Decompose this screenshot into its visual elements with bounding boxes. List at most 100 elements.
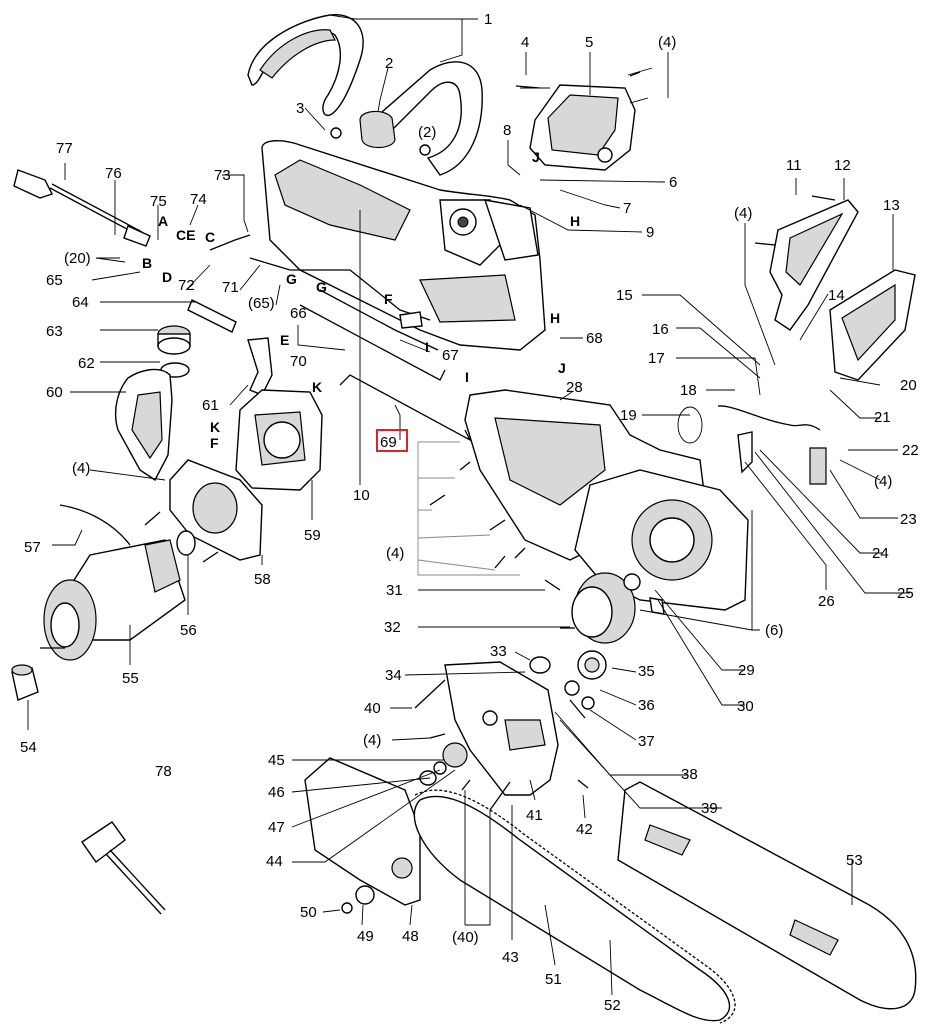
part-label-p21: 21 bbox=[874, 409, 891, 426]
part-label-p1: 1 bbox=[484, 11, 492, 28]
part-label-p41: 41 bbox=[526, 807, 543, 824]
part-label-p57: 57 bbox=[24, 539, 41, 556]
connector-letter-lD: D bbox=[162, 269, 172, 285]
part-label-p4: 4 bbox=[521, 34, 529, 51]
part-label-p4f: (4) bbox=[72, 460, 90, 477]
connector-letter-lG: G bbox=[286, 271, 297, 287]
part-label-p78: 78 bbox=[155, 763, 172, 780]
part-label-p25: 25 bbox=[897, 585, 914, 602]
part-label-p20: 20 bbox=[900, 377, 917, 394]
part-label-p10: 10 bbox=[353, 487, 370, 504]
sprocket-cover bbox=[304, 757, 421, 906]
part-label-p12: 12 bbox=[834, 157, 851, 174]
part-label-p18: 18 bbox=[680, 382, 697, 399]
connector-letter-lA: A bbox=[158, 213, 168, 229]
part-label-p56: 56 bbox=[180, 622, 197, 639]
part-label-p28: 28 bbox=[566, 379, 583, 396]
tension-spring bbox=[677, 406, 703, 444]
part-label-p72: 72 bbox=[178, 277, 195, 294]
part-label-p46: 46 bbox=[268, 784, 285, 801]
part-label-p37: 37 bbox=[638, 733, 655, 750]
part-label-p2b: (2) bbox=[418, 124, 436, 141]
connector-letter-lB: B bbox=[142, 255, 152, 271]
motor-housing-left bbox=[261, 140, 546, 351]
part-label-p65b: (65) bbox=[248, 295, 275, 312]
hand-guard bbox=[769, 199, 859, 331]
part-label-p11: 11 bbox=[786, 157, 802, 174]
connector-letter-lI2: I bbox=[465, 369, 469, 385]
part-label-p40b: (40) bbox=[452, 929, 479, 946]
part-label-p7: 7 bbox=[623, 200, 631, 217]
part-label-p17: 17 bbox=[648, 350, 665, 367]
part-label-p43: 43 bbox=[502, 949, 519, 966]
part-label-p42: 42 bbox=[576, 821, 593, 838]
part-label-p33: 33 bbox=[490, 643, 507, 660]
part-label-p8: 8 bbox=[503, 122, 511, 139]
part-label-p35: 35 bbox=[638, 663, 655, 680]
part-label-p75: 75 bbox=[150, 193, 167, 210]
part-label-p36: 36 bbox=[638, 697, 655, 714]
part-label-p44: 44 bbox=[266, 853, 283, 870]
part-label-p20b: (20) bbox=[64, 250, 91, 267]
part-label-p70: 70 bbox=[290, 353, 307, 370]
drive-gears bbox=[529, 650, 607, 710]
bushing-parts bbox=[623, 573, 665, 615]
part-label-p48: 48 bbox=[402, 928, 419, 945]
part-label-p49: 49 bbox=[357, 928, 374, 945]
part-label-p13: 13 bbox=[883, 197, 900, 214]
part-label-p4e: (4) bbox=[363, 732, 381, 749]
part-label-p60: 60 bbox=[46, 384, 63, 401]
leader-lines bbox=[27, 14, 910, 996]
part-label-p40: 40 bbox=[364, 700, 381, 717]
part-label-p4d: (4) bbox=[874, 473, 892, 490]
part-label-p74: 74 bbox=[190, 191, 207, 208]
part-label-p64: 64 bbox=[72, 294, 89, 311]
connector-letter-lH2: H bbox=[570, 213, 580, 229]
part-label-p59: 59 bbox=[304, 527, 321, 544]
part-label-p31: 31 bbox=[386, 582, 403, 599]
part-label-p68: 68 bbox=[586, 330, 603, 347]
side-guard bbox=[829, 269, 916, 381]
small-nut-parts bbox=[330, 127, 431, 156]
part-label-p66: 66 bbox=[290, 305, 307, 322]
part-label-p52: 52 bbox=[604, 997, 621, 1014]
part-label-p22: 22 bbox=[902, 442, 919, 459]
part-label-p39: 39 bbox=[701, 800, 718, 817]
brake-linkage bbox=[717, 405, 827, 485]
part-label-p32: 32 bbox=[384, 619, 401, 636]
part-label-p62: 62 bbox=[78, 355, 95, 372]
brush-holder bbox=[11, 664, 39, 701]
part-label-p38: 38 bbox=[681, 766, 698, 783]
connector-letter-lF: F bbox=[384, 291, 393, 307]
part-label-p24: 24 bbox=[872, 545, 889, 562]
part-label-p4g: (4) bbox=[386, 545, 404, 562]
part-label-p3: 3 bbox=[296, 100, 304, 117]
part-label-p26: 26 bbox=[818, 593, 835, 610]
part-label-p2: 2 bbox=[385, 55, 393, 72]
brush-cover bbox=[114, 368, 173, 482]
part-label-p4b: (4) bbox=[658, 34, 676, 51]
part-label-p23: 23 bbox=[900, 511, 917, 528]
front-handle bbox=[247, 14, 483, 176]
bearing-ring bbox=[59, 504, 196, 556]
part-label-p14: 14 bbox=[828, 287, 845, 304]
stator bbox=[235, 389, 323, 491]
connector-letter-lCE: CE bbox=[176, 227, 195, 243]
connector-letter-lC: C bbox=[205, 229, 215, 245]
part-label-p69: 69 bbox=[380, 434, 397, 451]
clutch-drum bbox=[560, 572, 636, 644]
part-label-p53: 53 bbox=[846, 852, 863, 869]
part-label-p76: 76 bbox=[105, 165, 122, 182]
bar-nut bbox=[341, 885, 375, 914]
part-label-p9: 9 bbox=[646, 224, 654, 241]
sprocket-plate bbox=[444, 661, 559, 796]
connector-letter-lF2: F bbox=[210, 435, 219, 451]
part-label-p51: 51 bbox=[545, 971, 562, 988]
part-label-p34: 34 bbox=[385, 667, 402, 684]
combination-wrench bbox=[81, 821, 166, 915]
connector-letter-lH: H bbox=[550, 310, 560, 326]
connector-letter-lI: I bbox=[425, 339, 429, 355]
